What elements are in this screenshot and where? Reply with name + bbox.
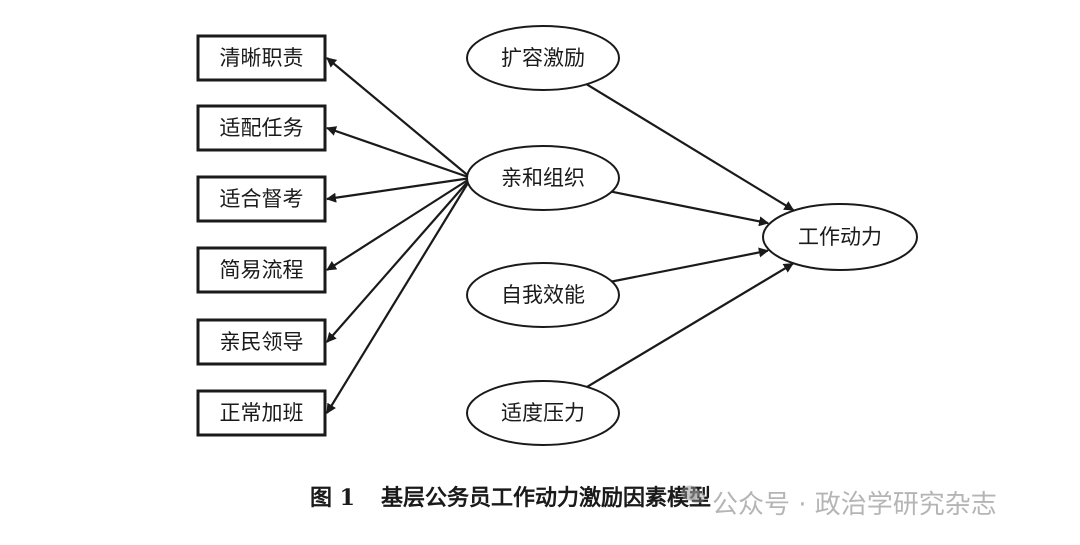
outcome-box-frame <box>196 318 327 366</box>
outcome-box-frame <box>196 389 327 437</box>
outcome-box-frame <box>196 175 327 223</box>
factor-ellipse-moderate-pressure: 适度压力 <box>466 380 620 446</box>
outcome-label: 适合督考 <box>220 187 304 211</box>
watermark: 公众号 · 政治学研究杂志 <box>680 484 997 521</box>
ellipse-shape <box>466 25 620 91</box>
outcome-label: 清晰职责 <box>220 46 304 70</box>
outcome-box-fit-supervision: 适合督考 <box>196 175 327 223</box>
ellipse-label: 适度压力 <box>501 401 585 425</box>
factor-ellipse-friendly-org: 亲和组织 <box>466 145 620 211</box>
figure-title: 基层公务员工作动力激励因素模型 <box>380 485 711 511</box>
arrow-friendly-org-to-fit-task <box>326 126 472 180</box>
ellipse-label: 亲和组织 <box>501 166 585 190</box>
outcome-label: 适配任务 <box>220 116 304 140</box>
outcome-label: 亲民领导 <box>220 330 304 354</box>
ellipse-shape <box>762 203 918 271</box>
ellipse-shape <box>466 145 620 211</box>
ellipse-label: 工作动力 <box>798 225 882 249</box>
outcome-label: 简易流程 <box>220 258 304 282</box>
ellipse-shape <box>466 380 620 446</box>
arrow-friendly-org-to-normal-overtime <box>326 177 472 414</box>
outcome-box-normal-overtime: 正常加班 <box>196 389 327 437</box>
outcome-box-frame <box>196 104 327 152</box>
factor-ellipse-self-efficacy: 自我效能 <box>466 262 620 328</box>
outcome-label: 正常加班 <box>220 401 304 425</box>
ellipse-label: 扩容激励 <box>501 46 585 70</box>
arrow-friendly-org-to-clear-duty <box>326 57 472 179</box>
outcome-box-frame <box>196 34 327 82</box>
arrow-self-efficacy-to-work-motivation <box>611 247 769 283</box>
ellipse-shape <box>466 262 620 328</box>
ellipse-label: 自我效能 <box>501 283 585 307</box>
arrow-moderate-pressure-to-work-motivation <box>586 262 794 388</box>
outcome-box-clear-duty: 清晰职责 <box>196 34 327 82</box>
outcome-box-frame <box>196 246 327 294</box>
factor-ellipse-expand-incentive: 扩容激励 <box>466 25 620 91</box>
outcome-box-fit-task: 适配任务 <box>196 104 327 152</box>
wechat-icon <box>680 485 706 515</box>
watermark-text: 公众号 · 政治学研究杂志 <box>712 490 997 520</box>
arrow-friendly-org-to-people-leader <box>326 177 472 343</box>
arrow-friendly-org-to-work-motivation <box>611 190 770 227</box>
target-ellipse-work-motivation: 工作动力 <box>762 203 918 271</box>
arrow-expand-incentive-to-work-motivation <box>585 83 795 212</box>
arrow-friendly-org-to-simple-process <box>326 177 472 271</box>
outcome-box-people-leader: 亲民领导 <box>196 318 327 366</box>
outcome-box-simple-process: 简易流程 <box>196 246 327 294</box>
figure-caption: 图 1 基层公务员工作动力激励因素模型 <box>310 480 711 512</box>
arrow-friendly-org-to-fit-supervision <box>326 176 472 203</box>
edges-layer <box>326 57 795 414</box>
figure-number: 图 1 <box>310 485 355 511</box>
